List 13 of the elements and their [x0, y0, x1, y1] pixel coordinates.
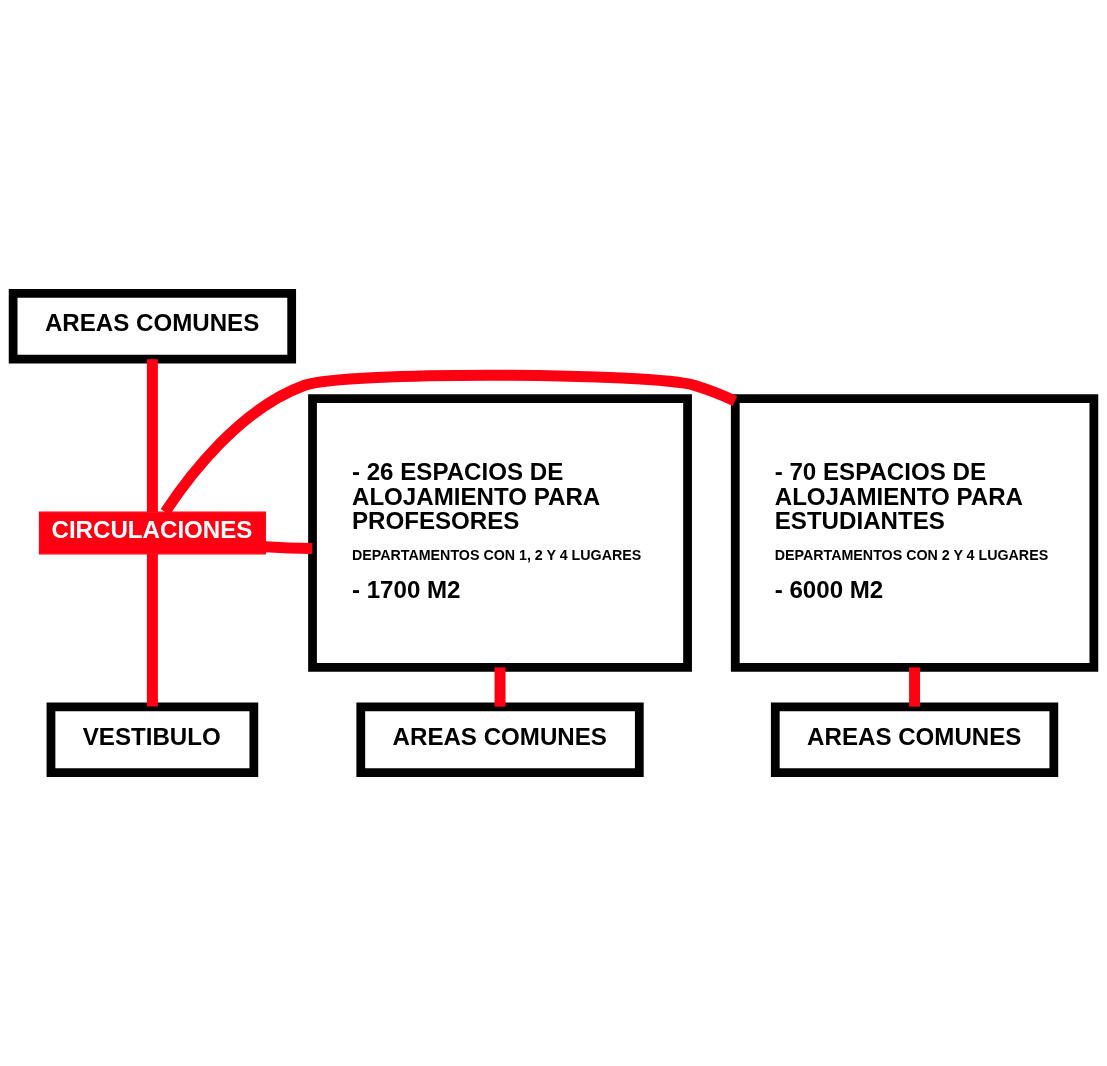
- node-box: AREAS COMUNES: [356, 702, 644, 777]
- node-box: AREAS COMUNES: [770, 702, 1059, 777]
- node-box: - 70 ESPACIOS DE ALOJAMIENTO PARA ESTUDIANTES DEPARTAMENTOS CON 2 Y 4 LUGARES - 6000 M2: [730, 394, 1099, 672]
- connector: [909, 667, 921, 707]
- connector: [265, 541, 313, 554]
- connector: [160, 369, 738, 516]
- connector: [146, 554, 158, 707]
- node-box: - 26 ESPACIOS DE ALOJAMIENTO PARA PROFESORES DEPARTAMENTOS CON 1, 2 Y 4 LUGARES - 1700 M2: [308, 394, 692, 672]
- connector: [146, 359, 158, 512]
- node-box: AREAS COMUNES: [8, 289, 297, 364]
- node-box: VESTIBULO: [46, 702, 259, 777]
- connector: [494, 667, 506, 707]
- node-box: CIRCULACIONES: [38, 511, 266, 555]
